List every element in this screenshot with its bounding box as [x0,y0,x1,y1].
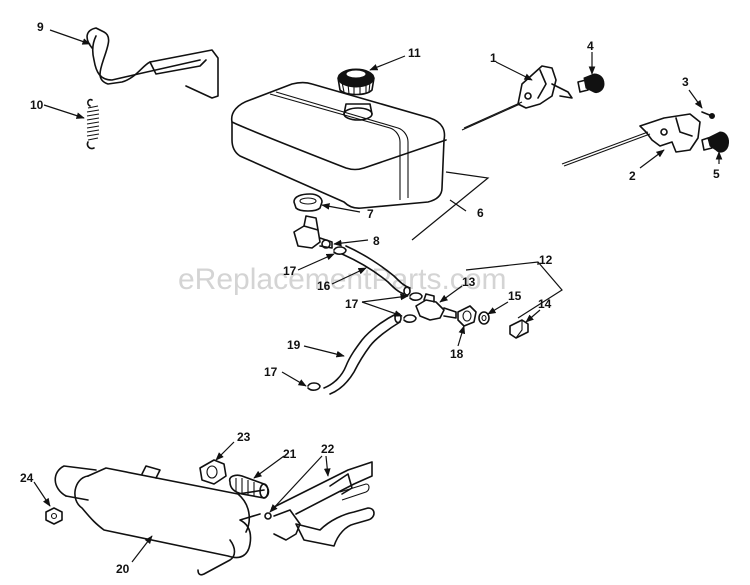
heat-shield-part [264,461,375,547]
fuel-hose-upper-part [341,245,411,296]
callout-13: 13 [462,275,476,289]
callout-5: 5 [713,167,720,181]
callout-23: 23 [237,430,251,444]
callout-7: 7 [367,207,374,221]
sediment-washer-part [478,311,490,325]
callout-16: 16 [317,279,331,293]
fuel-shutoff-valve-part [293,215,333,249]
callout-17-upper: 17 [283,264,297,278]
throttle-control-part [461,65,573,131]
exhaust-gasket-part [199,459,227,485]
hose-clamp-middle-part [403,292,423,323]
callout-19: 19 [287,338,301,352]
muffler-part [54,465,265,576]
fuel-fitting-part [457,305,477,327]
callout-15: 15 [508,289,522,303]
control-knob-lower-part [701,131,729,153]
callout-12: 12 [539,253,553,267]
callout-24: 24 [20,471,34,485]
callout-6: 6 [477,206,484,220]
callout-14: 14 [538,297,552,311]
callout-labels: 9 10 11 1 4 3 2 5 6 7 8 17 16 12 13 17 1… [20,20,720,576]
tank-washer-part [293,193,323,212]
exhaust-pipe-part [228,474,270,499]
callout-21: 21 [283,447,297,461]
callout-3: 3 [682,75,689,89]
callout-17-middle: 17 [345,297,359,311]
drain-plug-part [509,319,529,339]
hose-clamp-lower-part [307,382,321,391]
callout-10: 10 [30,98,44,112]
fuel-cap-part [337,68,375,96]
callout-2: 2 [629,169,636,183]
leader-lines [33,29,723,563]
hose-clamp-upper-part [333,246,347,255]
callout-1: 1 [490,51,497,65]
callout-11: 11 [408,46,421,60]
control-knob-upper-part [577,73,605,93]
choke-control-part [561,113,701,167]
callout-22: 22 [321,442,335,456]
screw-part [701,111,715,119]
callout-18: 18 [450,347,464,361]
muffler-nut-part [45,507,63,525]
callout-4: 4 [587,39,594,53]
fuel-filter-part [415,293,457,321]
callout-9: 9 [37,20,44,34]
callout-17-lower: 17 [264,365,278,379]
callout-8: 8 [373,234,380,248]
callout-20: 20 [116,562,130,576]
tension-spring-part [86,98,100,150]
fuel-tank-part [230,81,447,209]
wire-bracket-part [86,27,219,99]
